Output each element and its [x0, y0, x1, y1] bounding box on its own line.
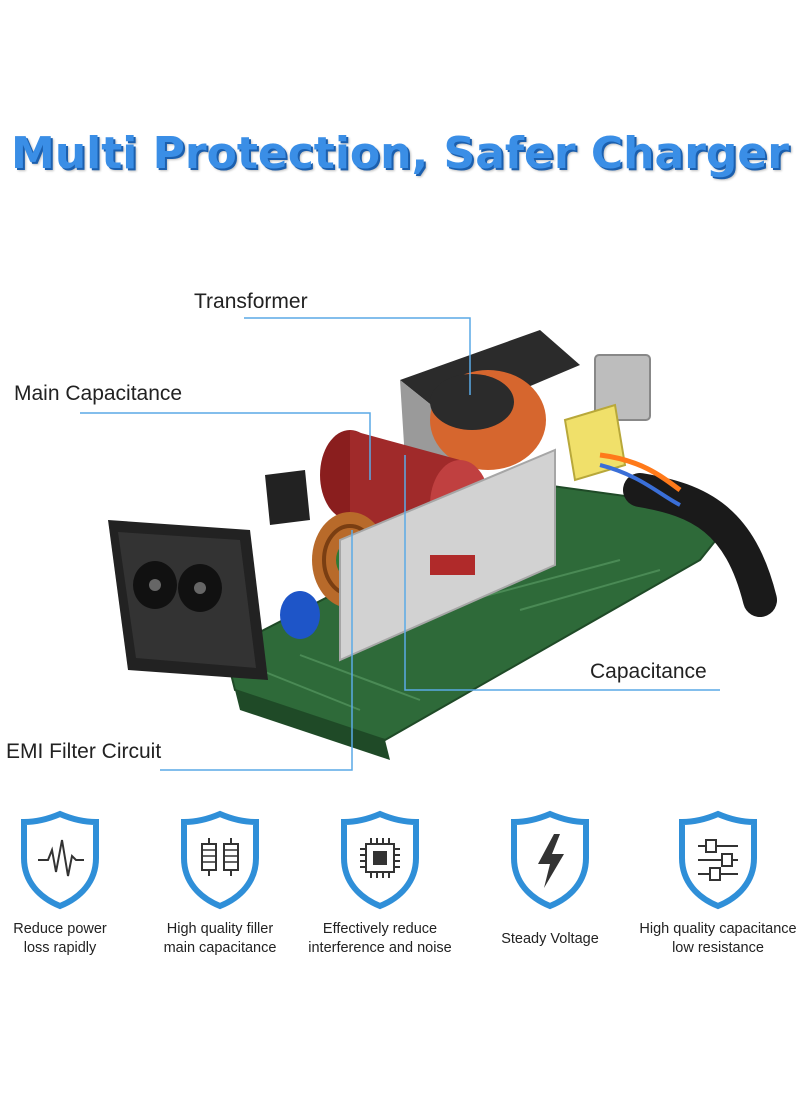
chip-icon — [341, 810, 419, 910]
feature-reduce-interference: Effectively reduce interference and nois… — [295, 810, 465, 958]
callout-capacitance: Capacitance — [590, 660, 707, 683]
feature-label-line2: main capacitance — [163, 940, 277, 956]
usb-port — [594, 354, 651, 421]
charger-board-illustration — [0, 270, 800, 790]
feature-label-line1: High quality capacitance — [639, 921, 797, 937]
waveform-icon — [21, 810, 99, 910]
blue-capacitor — [280, 591, 320, 639]
callout-main-capacitance: Main Capacitance — [14, 382, 183, 405]
feature-label-line2: interference and noise — [308, 940, 452, 956]
emi-filter-leader — [160, 530, 353, 771]
callout-emi-filter: EMI Filter Circuit — [6, 740, 162, 763]
feature-row: Reduce power loss rapidly High quality f… — [0, 810, 800, 980]
feature-label-line2: low resistance — [672, 940, 764, 956]
lightning-icon — [511, 810, 589, 910]
headline: Multi Protection, Safer Charger — [11, 128, 789, 179]
feature-label-line1: Effectively reduce — [322, 921, 438, 937]
transformer-leader — [244, 317, 471, 395]
feature-label-line1: Reduce power — [13, 921, 107, 937]
coil-icon — [181, 810, 259, 910]
capacitance-leader — [404, 455, 720, 691]
feature-filler-capacitance: High quality filler main capacitance — [135, 810, 305, 958]
main-capacitance-leader — [80, 412, 371, 480]
feature-label-line1: Steady Voltage — [501, 931, 599, 947]
feature-label-line2: loss rapidly — [23, 940, 97, 956]
feature-label-line1: High quality filler — [166, 921, 274, 937]
feature-reduce-power: Reduce power loss rapidly — [0, 810, 145, 958]
ac-socket — [108, 470, 310, 680]
feature-capacitance-resistance: High quality capacitance low resistance — [633, 810, 800, 958]
capacitor-icon — [679, 810, 757, 910]
callout-transformer: Transformer — [194, 290, 308, 313]
yellow-capacitor — [563, 403, 627, 482]
feature-steady-voltage: Steady Voltage — [465, 810, 635, 949]
pcb-board — [223, 483, 722, 742]
